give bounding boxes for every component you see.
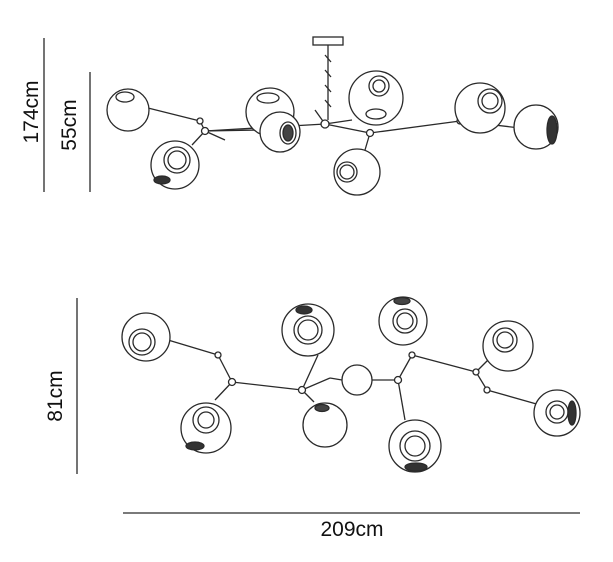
globe-side-4 bbox=[259, 111, 301, 153]
globe-plan-8 bbox=[533, 389, 581, 437]
globe-plan-6 bbox=[388, 419, 442, 473]
width-label: 209cm bbox=[320, 518, 384, 541]
globe-plan-1 bbox=[121, 312, 171, 362]
plan-depth-label: 81cm bbox=[44, 370, 67, 422]
globe-plan-5 bbox=[378, 296, 428, 346]
globe-side-2 bbox=[150, 140, 200, 190]
globe-plan-3 bbox=[281, 303, 335, 357]
arm-main-4 bbox=[324, 123, 371, 134]
globe-side-7 bbox=[454, 82, 506, 134]
central-hub bbox=[341, 364, 373, 396]
globe-plan-2 bbox=[180, 402, 232, 454]
ceiling-canopy bbox=[312, 36, 344, 46]
globe-side-8 bbox=[513, 104, 559, 150]
globe-plan-4 bbox=[302, 402, 348, 448]
globe-plan-7 bbox=[482, 320, 534, 372]
globe-side-6 bbox=[333, 148, 381, 196]
globe-side-1 bbox=[106, 88, 150, 132]
arm-main-5 bbox=[369, 120, 461, 134]
body-height-label: 55cm bbox=[58, 99, 81, 151]
overall-height-label: 174cm bbox=[20, 80, 43, 144]
arm-main-1 bbox=[147, 107, 201, 122]
globe-side-5 bbox=[348, 70, 404, 126]
